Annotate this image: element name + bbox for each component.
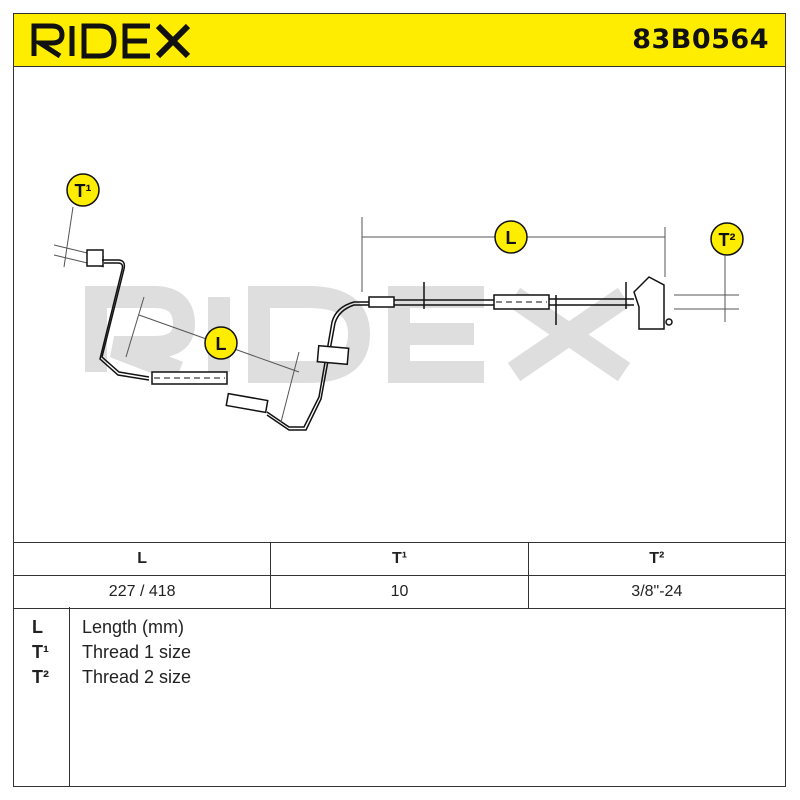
spec-value-t1: 10 [270,575,529,609]
legend-divider [69,607,70,786]
spec-header-row: L T¹ T² [12,542,787,576]
legend-box: L Length (mm) T¹ Thread 1 size T² Thread… [13,607,786,787]
t1-callout: T¹ [53,173,105,268]
l-dimension-left: L [125,296,300,423]
legend-row: T² Thread 2 size [14,667,787,691]
legend-key: L [32,617,43,637]
spec-value-t2: 3/8"-24 [527,575,787,609]
legend-row: T¹ Thread 1 size [14,642,787,666]
part-number: 83B0564 [632,24,769,55]
spec-header-t2: T² [527,542,787,576]
legend-desc: Thread 2 size [82,667,192,687]
technical-drawing: T¹ L [53,173,744,431]
legend-row: L Length (mm) [14,617,787,641]
header-bar: 83B0564 [13,13,786,67]
t2-label: T² [719,230,736,250]
spec-value-l: 227 / 418 [12,575,272,609]
spec-header-l: L [12,542,272,576]
legend-desc: Thread 1 size [82,642,192,662]
l-right-label: L [506,228,517,248]
t2-callout: T² [674,222,744,322]
legend-desc: Length (mm) [82,617,185,637]
legend-key: T² [32,667,49,687]
hose-assembly [86,249,673,431]
spec-value-row: 227 / 418 10 3/8"-24 [12,575,787,609]
l-left-label: L [216,334,227,354]
legend-key: T¹ [32,642,49,662]
l-dimension-right: L [361,217,666,292]
spec-table: L T¹ T² 227 / 418 10 3/8"-24 [12,542,787,609]
t1-label: T¹ [75,181,92,201]
ridex-logo [31,23,191,59]
spec-header-t1: T¹ [270,542,529,576]
